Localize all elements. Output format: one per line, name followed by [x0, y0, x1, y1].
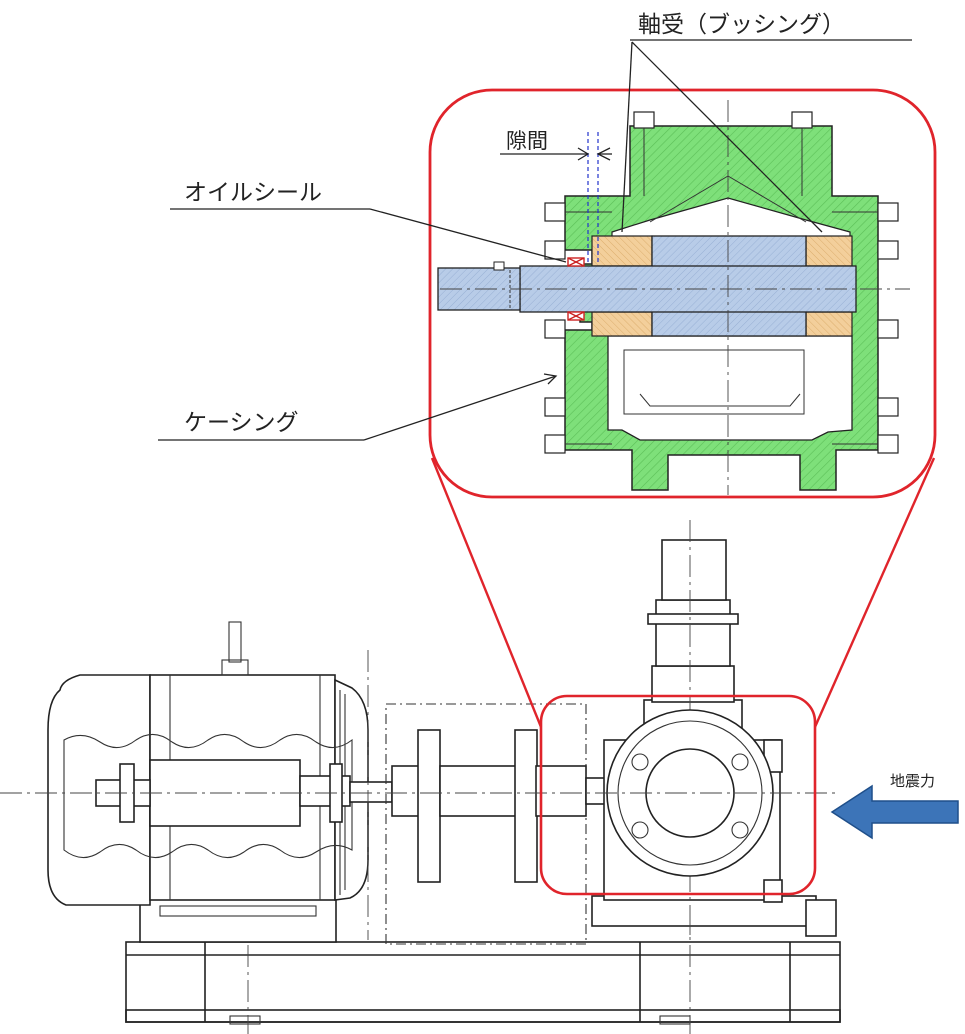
- label-oil-seal: オイルシール: [184, 180, 322, 206]
- pump: [591, 520, 837, 940]
- pump-highlight-box: [539, 694, 817, 896]
- label-gap: 隙間: [506, 129, 548, 153]
- oil-seal-markers: [567, 257, 585, 321]
- base-frame: [125, 840, 841, 1034]
- zoom-connector-lines: [430, 457, 936, 728]
- bushing-upper-right: [805, 235, 853, 267]
- motor: [47, 621, 393, 943]
- bushing-lower-left: [591, 311, 653, 337]
- bushing-upper-left: [591, 235, 653, 267]
- coupling: [385, 703, 607, 945]
- label-bearing-bushing: 軸受（ブッシング）: [638, 12, 845, 38]
- seismic-force-arrow: [830, 784, 959, 840]
- bearing-detail-callout: [428, 88, 937, 499]
- label-seismic-force: 地震力: [890, 772, 935, 790]
- label-casing: ケーシング: [184, 410, 299, 436]
- bushing-lower-right: [805, 311, 853, 337]
- leader-lines: [158, 39, 912, 441]
